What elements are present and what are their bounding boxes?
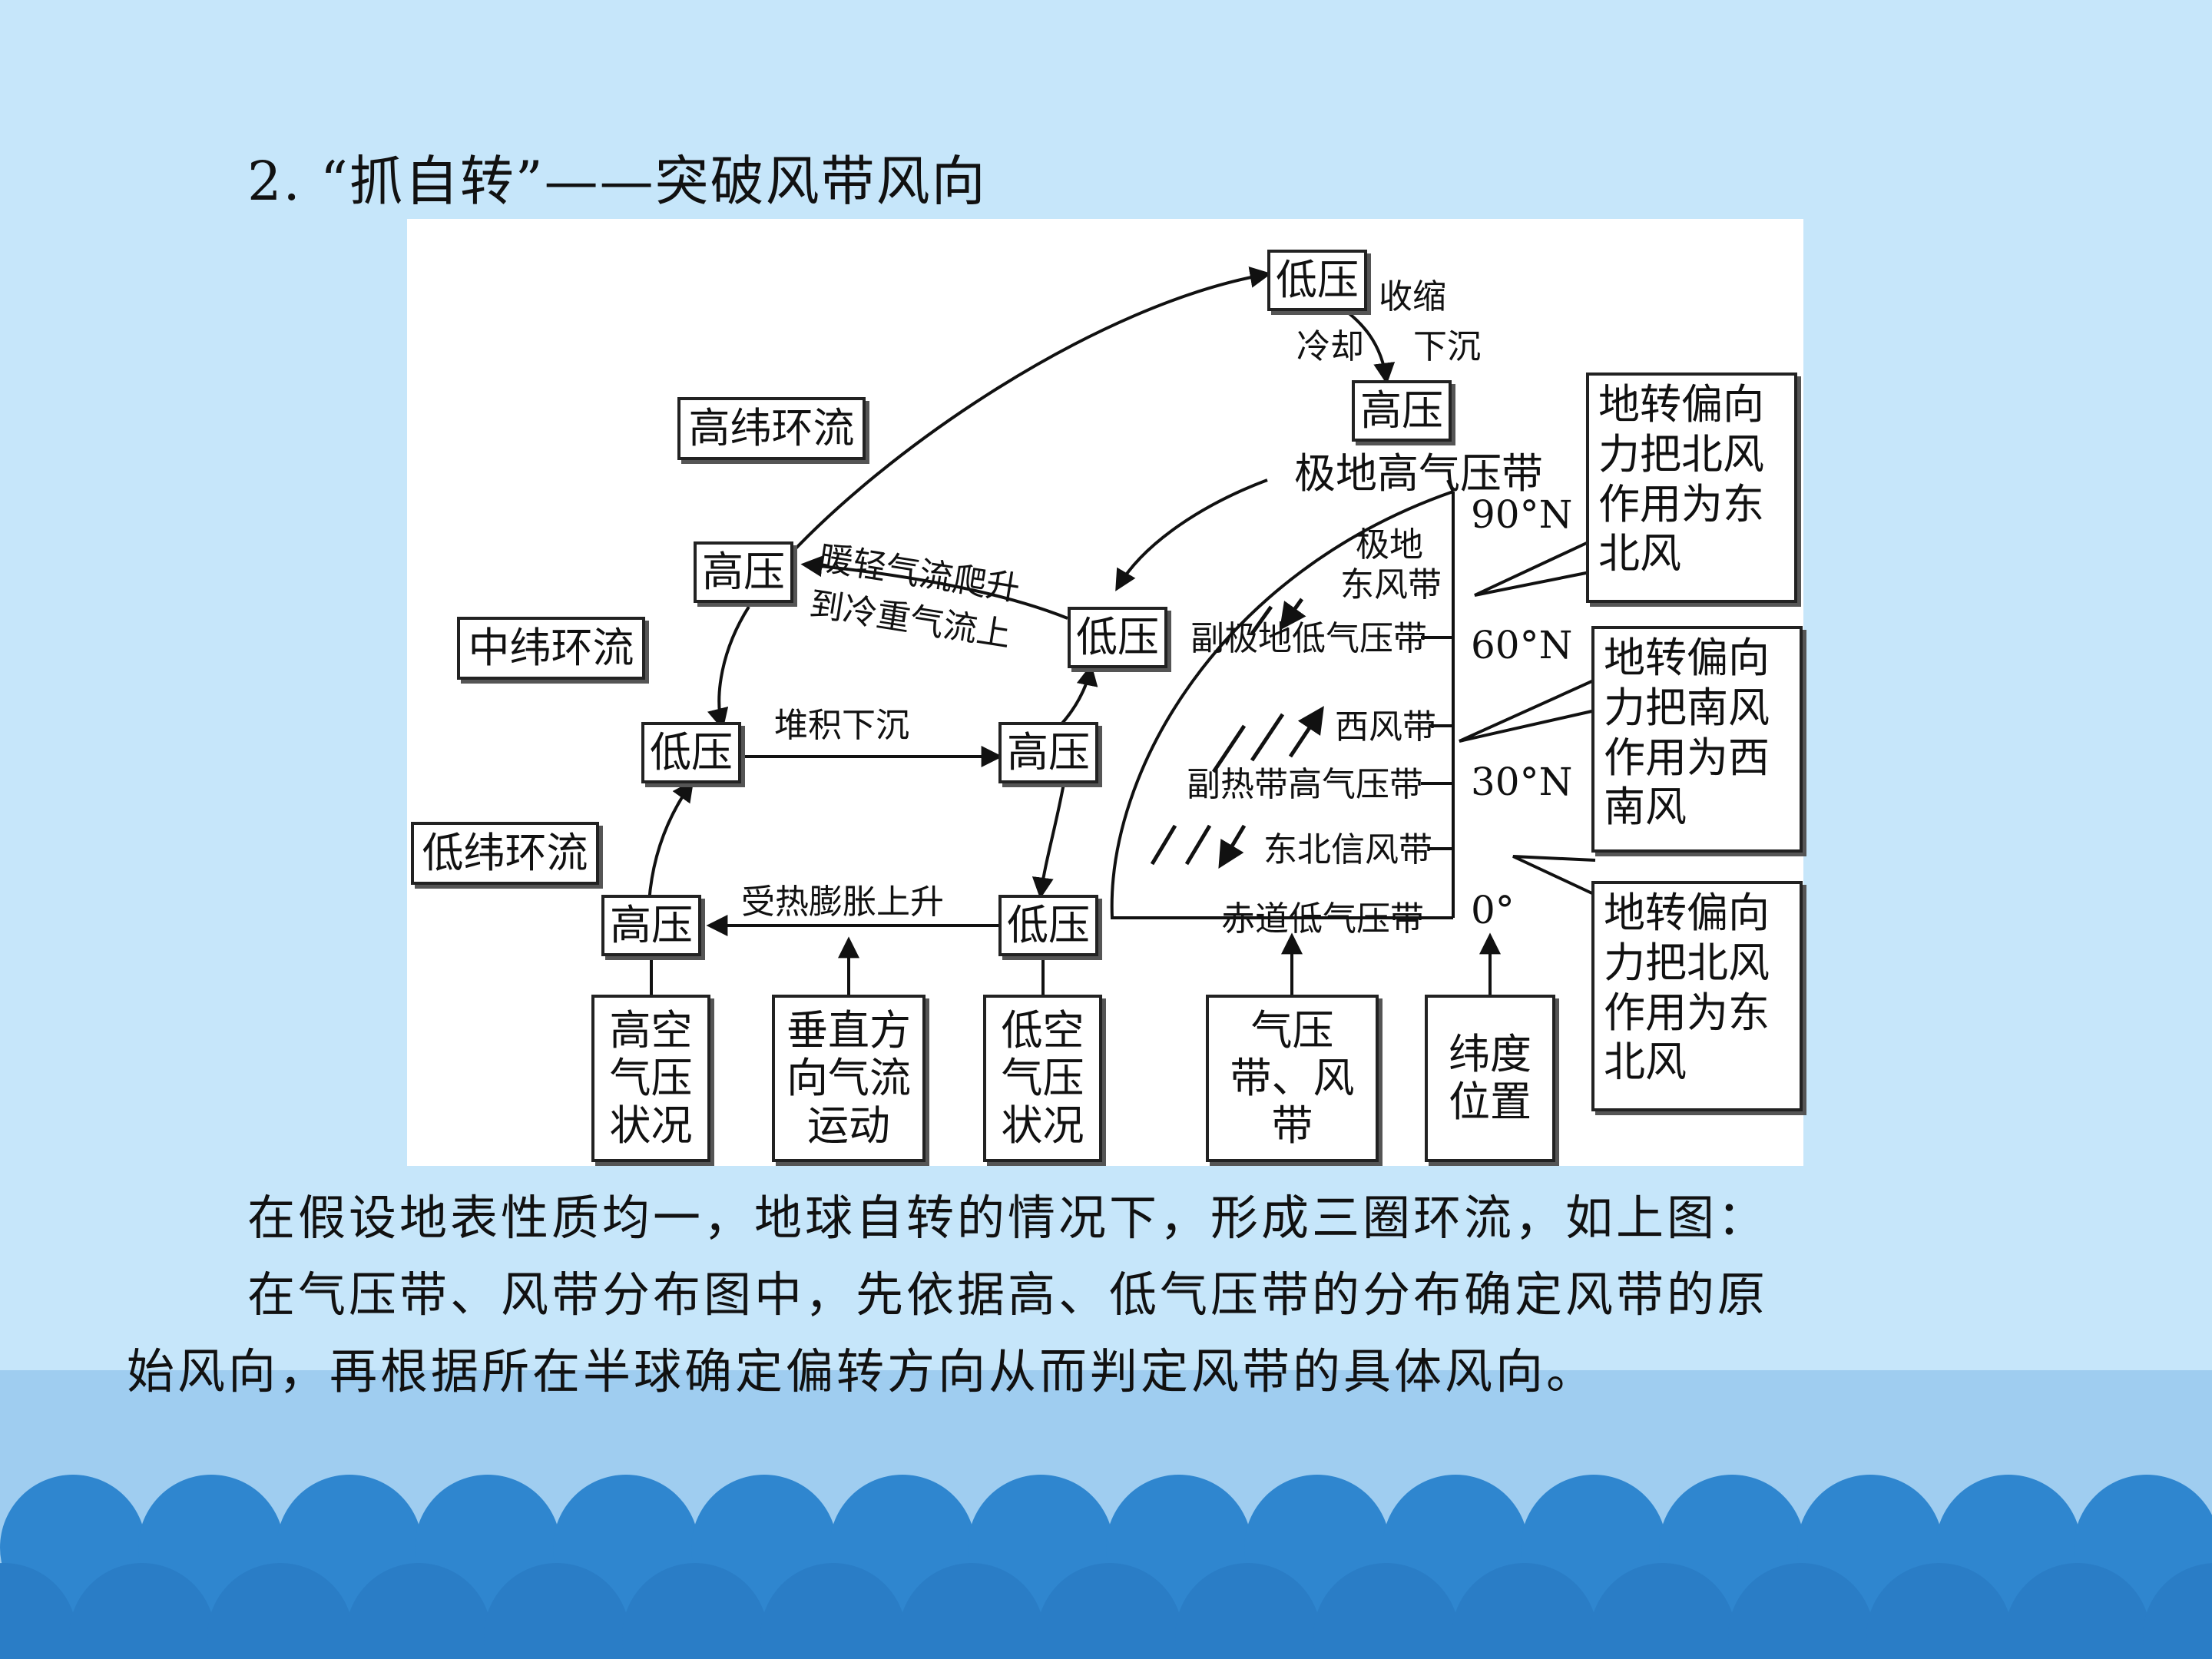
wave-bottom (899, 1563, 1045, 1659)
pile-sink-label: 堆积下沉 (774, 706, 909, 745)
wave-bottom (2143, 1563, 2212, 1659)
trade-wind-arrows (1150, 824, 1244, 864)
note3-callout (1512, 855, 1596, 896)
wave-bottom (1590, 1563, 1736, 1659)
westerly-arrows (1211, 710, 1321, 773)
mid-high-pressure-box: 高压 (694, 541, 793, 603)
latitude-position-box: 纬度位置 (1425, 995, 1555, 1162)
arrow-row2-high-to-mid-low (1055, 664, 1098, 731)
lat-30-label: 30°N (1471, 760, 1573, 804)
cool-label: 冷却 (1296, 327, 1364, 366)
bottom-high-pressure-box: 高压 (601, 895, 701, 956)
paragraph-line-1: 在假设地表性质均一，地球自转的情况下，形成三圈环流，如上图： (247, 1190, 1769, 1246)
wave-bottom (484, 1563, 630, 1659)
mid-lat-circulation-label: 中纬环流 (457, 617, 645, 680)
wave-bottom (0, 1563, 77, 1659)
wave-bottom (760, 1563, 906, 1659)
wave-bottom (1452, 1563, 1598, 1659)
wave-bottom (1175, 1563, 1321, 1659)
lat-0-label: 0° (1471, 888, 1515, 932)
paragraph-line-3: 始风向，再根据所在半球确定偏转方向从而判定风带的具体风向。 (127, 1343, 1598, 1399)
belts-box: 气压带、风带 (1206, 995, 1379, 1162)
wave-bottom (622, 1563, 768, 1659)
wave-bottom (207, 1563, 353, 1659)
top-low-pressure-box: 低压 (1267, 250, 1367, 311)
note-westerly: 地转偏向力把南风作用为西南风 (1591, 626, 1803, 853)
lat-90-label: 90°N (1471, 492, 1573, 537)
westerlies-label: 西风带 (1335, 707, 1436, 747)
arrow-mid-high-to-row2-low (707, 605, 750, 730)
leader-polar-high (1446, 479, 1455, 492)
note2-callout (1459, 678, 1596, 743)
slide-title: 2. “抓自转”——突破风带风向 (247, 150, 987, 213)
polar-high-belt-label: 极地高气压带 (1294, 449, 1543, 498)
top-high-pressure-box: 高压 (1352, 380, 1452, 442)
row2-low-pressure-box: 低压 (641, 722, 741, 783)
arrow-row2-high-to-bottom-low (1031, 783, 1065, 899)
heat-rise-label: 受热膨胀上升 (741, 882, 944, 922)
arrow-mid-high-to-top-low (776, 267, 1272, 570)
wave-bottom (1037, 1563, 1183, 1659)
row2-high-pressure-box: 高压 (998, 722, 1098, 783)
polar-easterly-label-1: 极地 (1356, 525, 1423, 565)
subpolar-low-belt-label: 副极地低气压带 (1190, 619, 1427, 658)
paragraph-line-2: 在气压带、风带分布图中，先依据高、低气压带的分布确定风带的原 (247, 1267, 1769, 1323)
equator-low-belt-label: 赤道低气压带 (1221, 899, 1424, 939)
subtropical-high-belt-label: 副热带高气压带 (1187, 765, 1423, 804)
wave-bottom (69, 1563, 215, 1659)
mid-low-pressure-box: 低压 (1068, 607, 1167, 668)
polar-easterly-label-2: 东风带 (1340, 565, 1442, 604)
earth-arc (1110, 490, 1454, 919)
vertical-flow-box: 垂直方向气流运动 (772, 995, 926, 1162)
pressure-belt-diagram: 低压 高压 高纬环流 高压 低压 中纬环流 低压 高压 低纬环流 高压 低压 高… (407, 219, 1803, 1166)
diagram-lines (647, 267, 1596, 995)
arrow-polar-high-to-mid-low (1115, 478, 1268, 591)
shrink-label: 收缩 (1379, 277, 1446, 316)
sink-label: 下沉 (1413, 327, 1481, 366)
wave-bottom (346, 1563, 492, 1659)
upper-pressure-box: 高空气压状况 (591, 995, 710, 1162)
ne-trades-label: 东北信风带 (1263, 830, 1432, 869)
note-trades: 地转偏向力把北风作用为东北风 (1591, 881, 1803, 1111)
arrow-mid-low-to-mid-high (800, 555, 1068, 620)
low-lat-circulation-label: 低纬环流 (411, 822, 599, 885)
high-lat-circulation-label: 高纬环流 (677, 397, 866, 460)
lower-pressure-box: 低空气压状况 (983, 995, 1102, 1162)
lat-60-label: 60°N (1471, 623, 1573, 667)
polar-easterly-arrows (1250, 598, 1302, 634)
wave-bottom (1313, 1563, 1459, 1659)
wave-bottom (1728, 1563, 1874, 1659)
wave-bottom (1866, 1563, 2012, 1659)
wave-decoration (0, 1475, 2212, 1659)
wave-bottom (2005, 1563, 2151, 1659)
bottom-low-pressure-box: 低压 (998, 895, 1098, 956)
arrow-bottom-high-to-row2-low (647, 780, 694, 903)
note1-callout (1474, 540, 1591, 597)
note-polar-easterly: 地转偏向力把北风作用为东北风 (1586, 373, 1797, 603)
